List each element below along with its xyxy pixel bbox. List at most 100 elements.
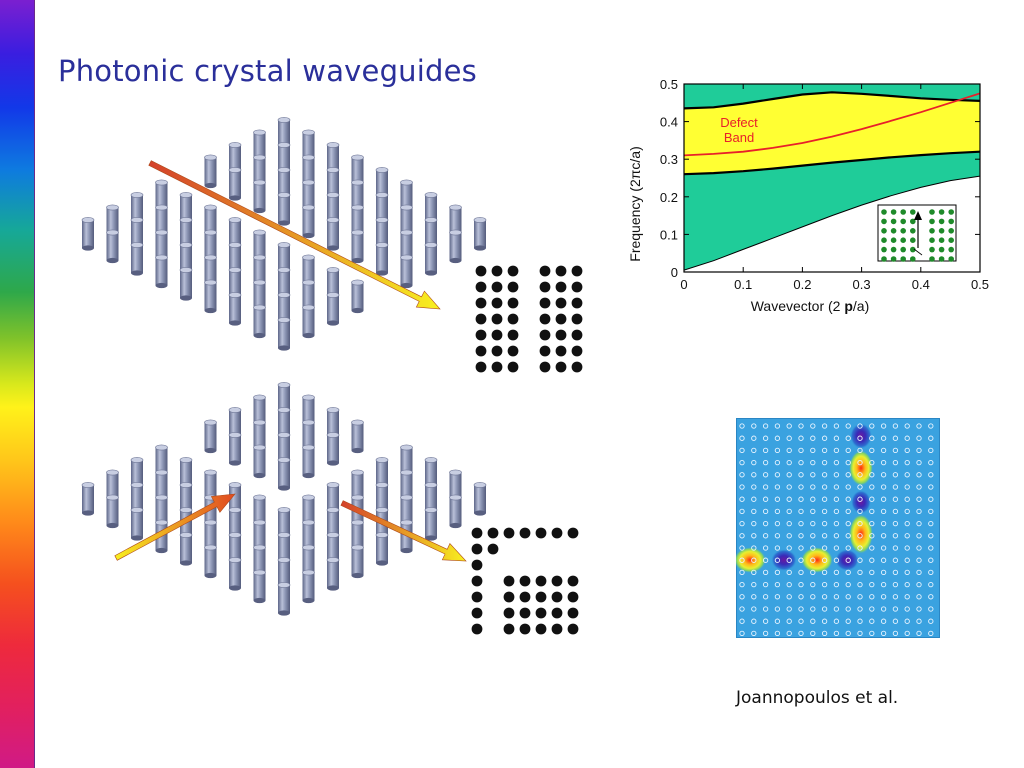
field-rod	[833, 496, 840, 502]
field-rod	[833, 545, 840, 551]
field-rod	[880, 423, 887, 429]
lattice-dot	[503, 623, 515, 635]
field-rod	[904, 533, 910, 539]
lower-bulk-band	[684, 151, 980, 271]
y-tick-label: 0.3	[660, 152, 678, 167]
lattice-dot	[535, 527, 547, 539]
rod	[375, 532, 389, 566]
field-rod	[786, 472, 792, 478]
inset-lattice-dot	[929, 228, 935, 234]
field-rod	[845, 533, 851, 539]
field-rod	[821, 496, 828, 502]
straight-waveguide-rod-lattice	[81, 117, 487, 351]
lattice-dot	[535, 607, 547, 619]
x-tick-label: 0.2	[793, 277, 811, 292]
field-rod	[904, 459, 910, 466]
inset-lattice-dot	[938, 256, 945, 262]
lattice-dot	[555, 281, 567, 293]
field-rod	[798, 606, 804, 612]
field-rod	[786, 606, 792, 612]
field-rod	[892, 630, 899, 637]
field-rod	[810, 459, 816, 466]
field-rod	[786, 484, 792, 490]
rod	[81, 482, 95, 516]
field-rod	[810, 606, 816, 612]
field-rod	[916, 594, 922, 600]
lattice-dot	[475, 329, 487, 341]
field-rod	[762, 569, 769, 576]
field-rod	[880, 472, 887, 478]
inset-lattice-dot	[890, 256, 897, 262]
field-rod	[762, 484, 769, 490]
field-rod	[845, 496, 851, 502]
bent-waveguide-rod-lattice	[81, 382, 487, 616]
lattice-dot	[539, 345, 551, 357]
field-rod	[880, 484, 887, 490]
field-rod	[845, 594, 851, 600]
x-tick-label: 0.4	[912, 277, 930, 292]
field-rod	[928, 630, 934, 637]
lattice-dot	[571, 297, 583, 309]
y-tick-label: 0.5	[660, 77, 678, 92]
field-rod	[880, 569, 887, 576]
field-rod	[916, 496, 922, 502]
field-rod	[774, 618, 781, 624]
lattice-dot	[555, 345, 567, 357]
field-rod	[762, 618, 769, 624]
field-rod	[774, 581, 781, 588]
lattice-dot	[475, 265, 487, 277]
field-rod	[774, 508, 781, 515]
field-rod	[774, 484, 781, 490]
inset-lattice-dot	[890, 228, 897, 234]
field-rod	[739, 581, 745, 588]
field-rod	[821, 545, 828, 551]
inset-lattice-dot	[890, 237, 897, 243]
field-rod	[869, 581, 875, 588]
rod	[277, 582, 291, 616]
light-path-arrows	[114, 160, 467, 562]
rod	[179, 267, 193, 301]
field-rod	[916, 606, 922, 612]
field-rod	[751, 520, 757, 527]
field-rod	[833, 581, 840, 588]
lattice-dot	[567, 607, 579, 619]
band-gap-region	[684, 92, 980, 175]
rod	[130, 507, 144, 541]
field-rod	[810, 484, 816, 490]
field-rod	[739, 435, 745, 441]
field-lobe	[736, 547, 766, 573]
field-rod	[869, 435, 875, 441]
x-tick-label: 0.1	[734, 277, 752, 292]
field-rod	[810, 569, 816, 576]
lattice-dot	[475, 281, 487, 293]
inset-lattice-dot	[910, 209, 916, 215]
field-rod	[880, 618, 887, 624]
lattice-dot	[471, 575, 483, 587]
defect-label-line1: Defect	[720, 115, 758, 130]
field-rod	[786, 447, 792, 454]
rod	[204, 279, 217, 314]
rod	[400, 254, 413, 289]
field-rod	[810, 447, 816, 454]
inset-lattice-dot	[910, 256, 916, 262]
inset-lattice-dot	[910, 237, 916, 243]
field-rod	[869, 594, 875, 600]
lattice-dot	[535, 623, 547, 635]
lattice-dot	[507, 297, 519, 309]
lattice-dot	[471, 527, 483, 539]
rod	[326, 557, 340, 591]
lattice-dot	[535, 591, 547, 603]
y-tick-label: 0.1	[660, 227, 678, 242]
field-rod	[739, 533, 745, 539]
field-lobe	[851, 490, 871, 514]
field-rod	[798, 484, 804, 490]
field-rod	[928, 472, 934, 478]
field-rod	[810, 581, 816, 588]
field-rod	[762, 581, 769, 588]
lattice-dot	[551, 575, 563, 587]
lattice-dot	[471, 543, 483, 555]
y-axis-label: Frequency (2πc/a)	[627, 146, 643, 261]
field-rod	[762, 423, 769, 429]
field-rod	[762, 533, 769, 539]
